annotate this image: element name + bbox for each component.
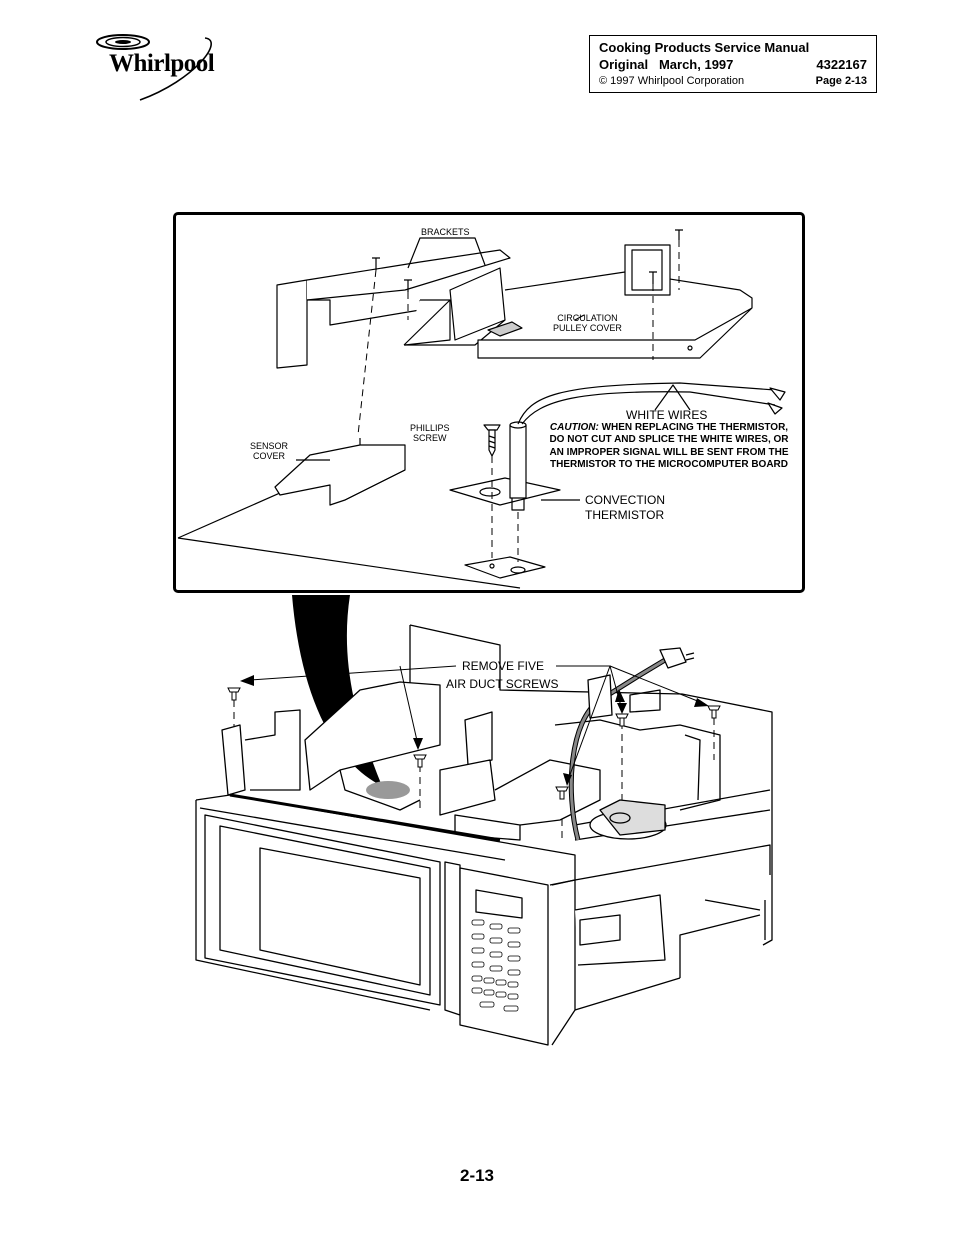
remove-screws-label-line2: AIR DUCT SCREWS bbox=[446, 677, 559, 691]
page-number: 2-13 bbox=[459, 1166, 495, 1185]
page-label: Page 2-13 bbox=[815, 75, 867, 87]
caution-lead: CAUTION: bbox=[549, 422, 599, 433]
brackets-label: BRACKETS bbox=[421, 227, 470, 237]
manual-title: Cooking Products Service Manual bbox=[599, 40, 810, 55]
phillips-screw-label: PHILLIPS SCREW bbox=[410, 423, 450, 443]
sensor-cover-label: SENSOR COVER bbox=[250, 441, 289, 461]
part-number: 4322167 bbox=[816, 57, 867, 72]
swirl-icon bbox=[96, 34, 212, 101]
edition-date: Original March, 1997 bbox=[599, 57, 734, 72]
white-wires-label: WHITE WIRES bbox=[626, 408, 708, 422]
remove-screws-label-line1: REMOVE FIVE bbox=[462, 659, 545, 673]
copyright: © 1997 Whirlpool Corporation bbox=[599, 75, 745, 87]
caution-text: WHEN REPLACING THE THERMISTOR, DO NOT CU… bbox=[549, 422, 789, 470]
circulation-pulley-cover-label: CIRCULATION PULLEY COVER bbox=[553, 313, 622, 333]
manual-header: Cooking Products Service Manual Original… bbox=[589, 35, 877, 93]
convection-thermistor-label: CONVECTION THERMISTOR bbox=[585, 493, 666, 522]
caution-note: CAUTION: WHEN REPLACING THE THERMISTOR, … bbox=[542, 422, 796, 471]
brand-name: Whirlpool bbox=[109, 50, 215, 77]
whirlpool-logo: Whirlpool bbox=[95, 30, 245, 102]
